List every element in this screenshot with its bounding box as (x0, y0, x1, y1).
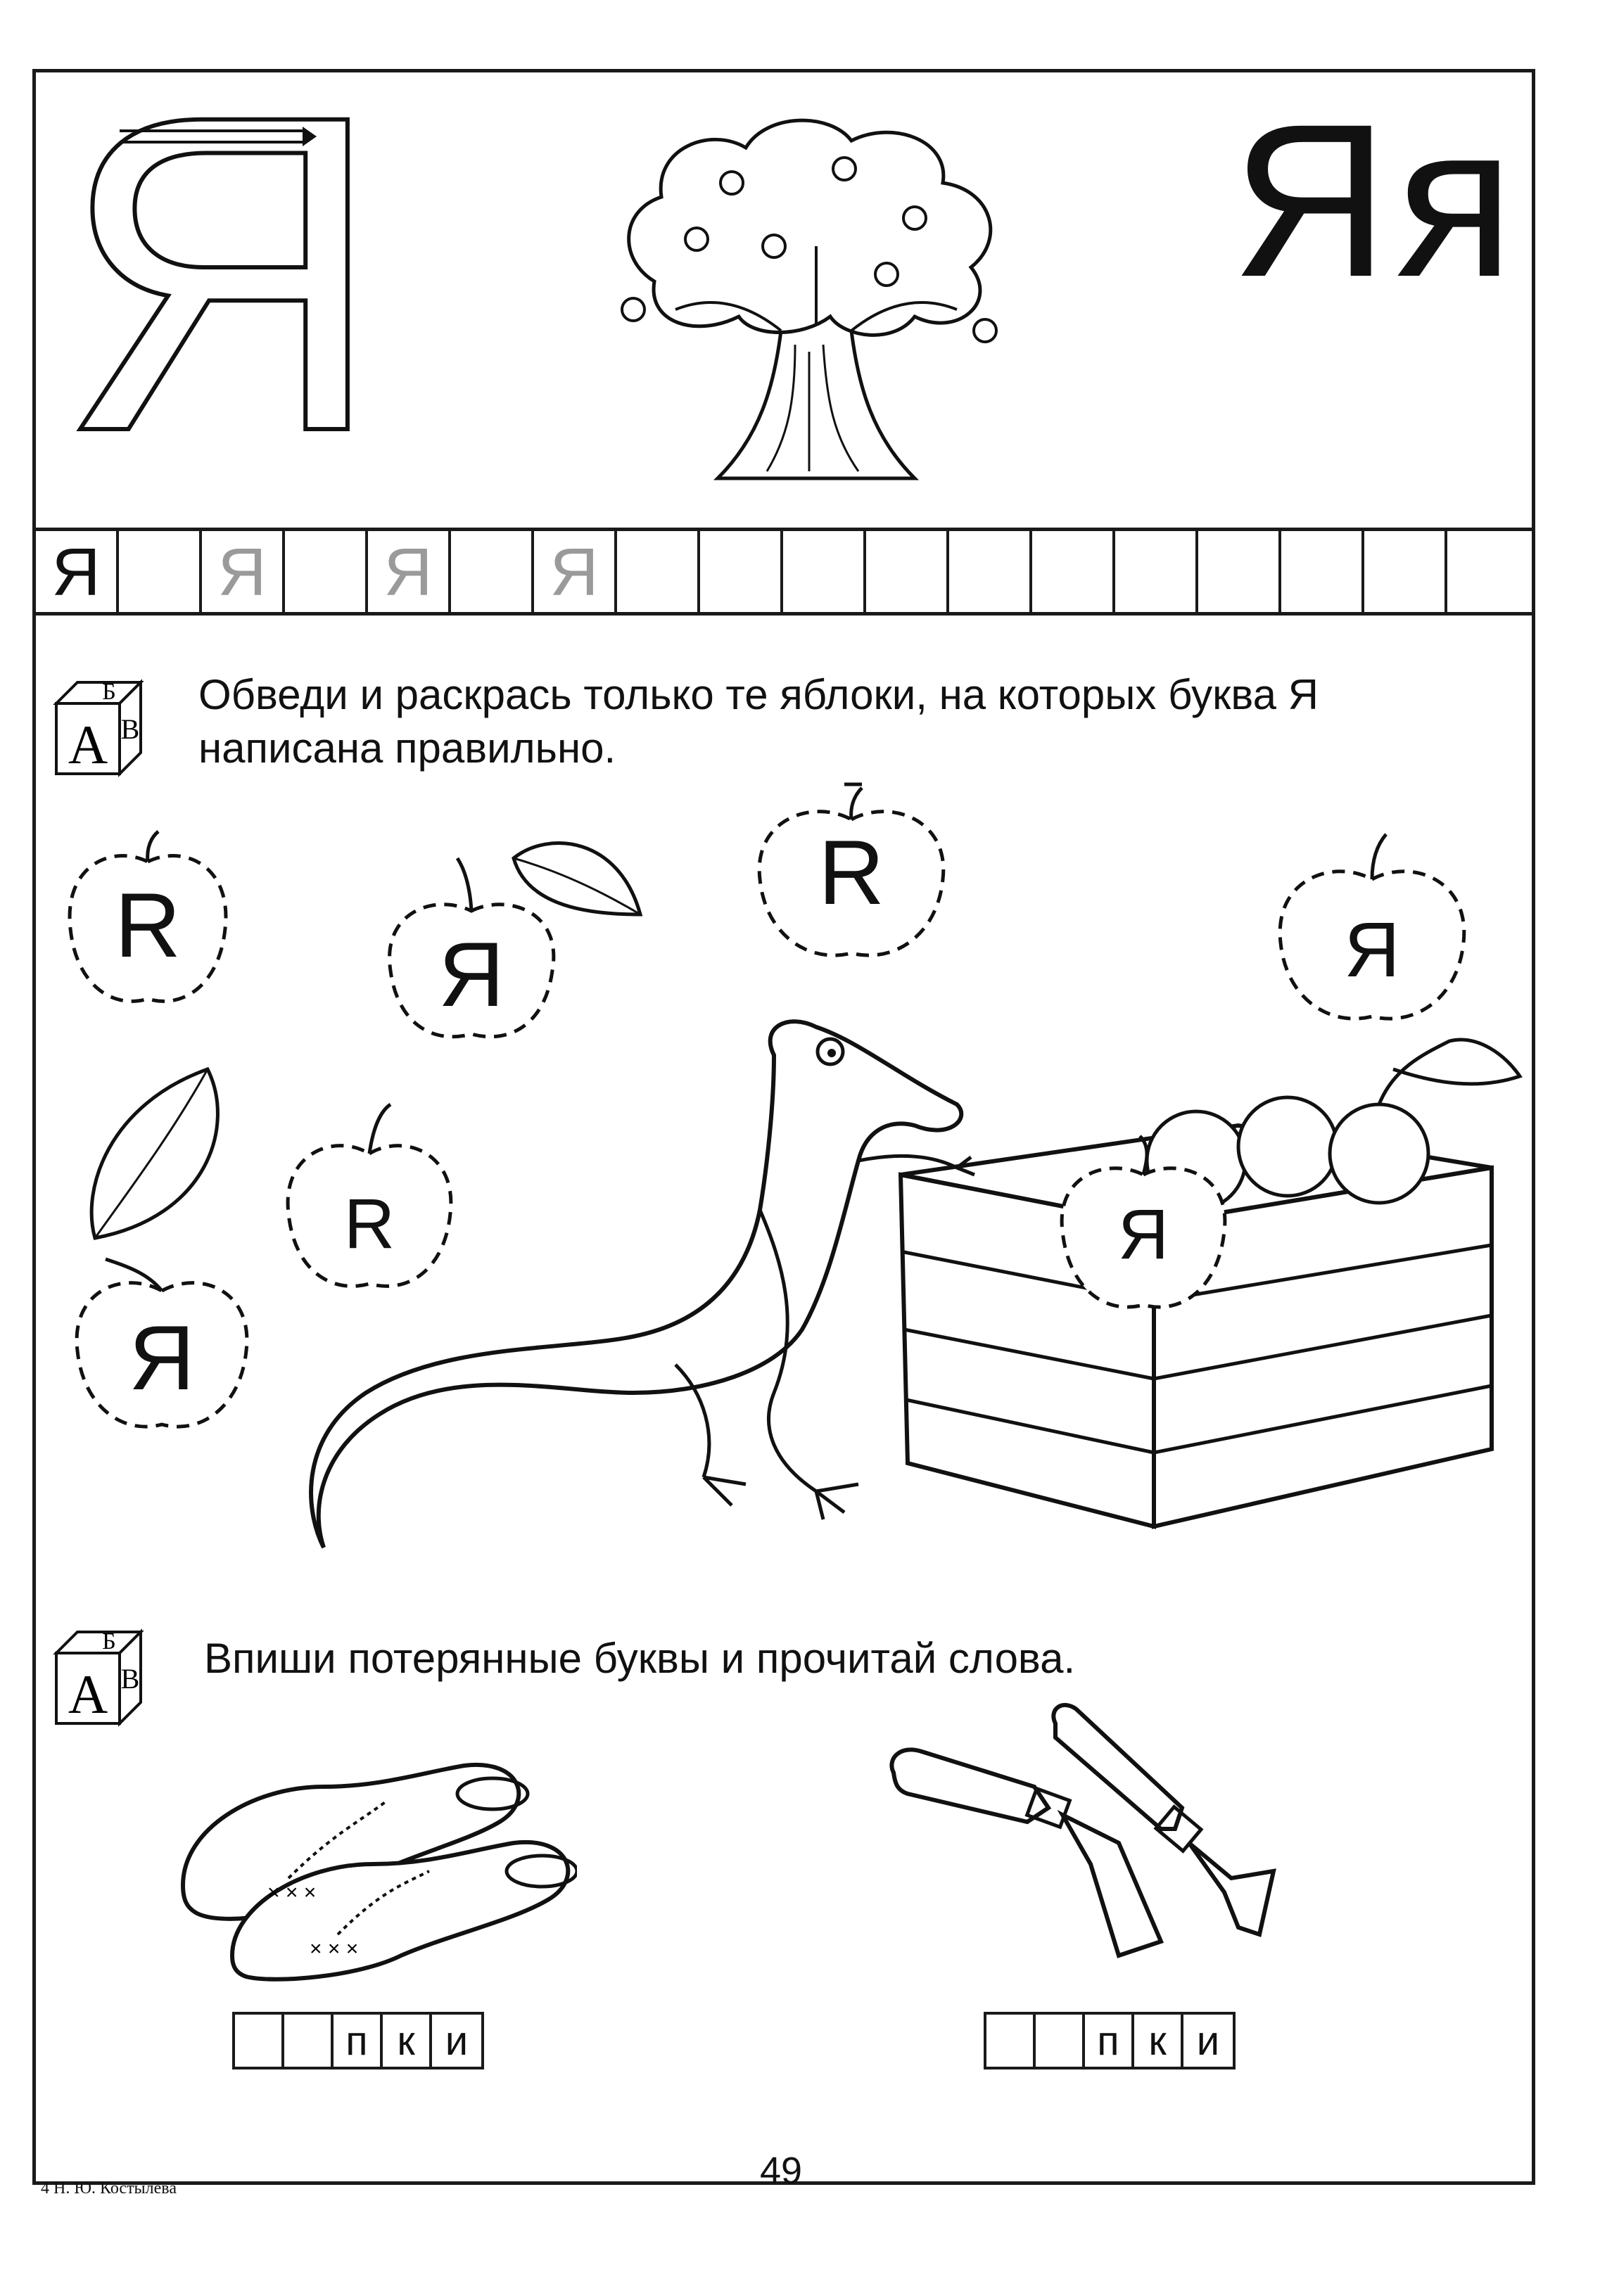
apple-outline-icon (388, 857, 556, 1039)
tracing-cell[interactable]: Я (534, 530, 617, 615)
tracing-row: Я Я Я Я (36, 530, 1532, 615)
apple-letter: R (343, 1184, 395, 1263)
apple-outline-icon (1060, 1135, 1227, 1309)
tracing-cell[interactable] (866, 530, 949, 615)
cube-letter: А (68, 714, 108, 775)
letter-box: п (1085, 2015, 1134, 2067)
apple-letter: Я (438, 923, 504, 1026)
big-outline-letter-glyph: Я (70, 106, 373, 457)
leaf-icon (512, 841, 643, 917)
cube-letter: Б (102, 679, 116, 705)
tracing-cell[interactable] (783, 530, 866, 615)
lizard-and-crate-illustration (309, 1019, 1523, 1549)
apple[interactable]: Я (1266, 830, 1478, 1041)
tracing-cell[interactable] (949, 530, 1032, 615)
title-letters: Яя (1231, 78, 1521, 322)
trace-letter: Я (217, 535, 267, 610)
apple[interactable]: Я (373, 844, 570, 1048)
svg-text:× × ×: × × × (310, 1937, 358, 1960)
footer-author: 4 Н. Ю. Костылева (41, 2179, 177, 2198)
letter-box: к (1134, 2015, 1183, 2067)
letter-box-empty[interactable] (284, 2015, 334, 2067)
cube-letter: А (68, 1664, 108, 1725)
letter-box: и (445, 2017, 469, 2064)
word-letter-boxes-1: п к и (232, 2012, 484, 2069)
sample-letter: Я (51, 535, 101, 610)
big-outline-letter: Я (70, 106, 373, 457)
apple-letter: R (818, 821, 884, 924)
apple-outline-icon (68, 830, 228, 1003)
leaf-icon (89, 1066, 220, 1240)
apple-outline-icon (757, 782, 946, 957)
tracing-row-divider (32, 612, 1535, 616)
cube-letter: В (121, 1663, 140, 1695)
tracing-cell: Я (36, 530, 119, 615)
apple[interactable]: Я (1048, 1133, 1238, 1322)
trace-letter: Я (550, 535, 599, 610)
tracing-cell[interactable] (1447, 530, 1532, 615)
tracing-cell[interactable] (451, 530, 534, 615)
page-frame (32, 69, 1535, 2185)
apple-letter: Я (129, 1306, 195, 1409)
tracing-cell[interactable] (285, 530, 368, 615)
tracing-cell[interactable] (1115, 530, 1198, 615)
header-divider (32, 528, 1535, 531)
tracing-cell[interactable] (700, 530, 783, 615)
tracing-cell[interactable] (617, 530, 700, 615)
abc-cube-icon: А Б В (53, 679, 144, 777)
letter-box: и (1196, 2017, 1220, 2064)
word-letter-boxes-2: п к и (984, 2012, 1236, 2069)
tracing-cell[interactable]: Я (368, 530, 451, 615)
slippers-illustration: × × × × × × (180, 1762, 577, 1982)
task1-instruction: Обведи и раскрась только те яблоки, на к… (198, 671, 1319, 772)
tracing-cell[interactable] (1198, 530, 1281, 615)
apple[interactable]: R (56, 830, 239, 1020)
apple[interactable]: R (274, 1097, 464, 1308)
letter-box-empty[interactable] (986, 2015, 1036, 2067)
apple-letter: Я (1344, 906, 1400, 993)
apple-letter: Я (1117, 1194, 1169, 1274)
cube-letter: Б (102, 1628, 116, 1654)
apple[interactable]: R (746, 781, 957, 978)
svg-text:× × ×: × × × (267, 1881, 316, 1904)
tracing-cell[interactable] (119, 530, 202, 615)
letter-box-empty[interactable] (235, 2015, 284, 2067)
task2-instruction: Впиши потерянные буквы и прочитай слова. (204, 1635, 1076, 1682)
tracing-cell[interactable]: Я (202, 530, 285, 615)
apple-outline-icon (1278, 833, 1466, 1021)
apple-outline-icon (75, 1257, 249, 1429)
tracing-cell[interactable] (1281, 530, 1364, 615)
hoe-tools-illustration (889, 1703, 1276, 1958)
apple-tree-illustration (621, 118, 998, 480)
trace-letter: Я (383, 535, 433, 610)
tracing-cell[interactable] (1032, 530, 1115, 615)
apple-letter: R (115, 874, 181, 976)
letter-box: к (383, 2015, 432, 2067)
abc-cube-icon: А Б В (53, 1628, 144, 1727)
apple-outline-icon (286, 1102, 453, 1288)
cube-letter: В (121, 713, 140, 745)
letter-box: п (334, 2015, 383, 2067)
page-number: 49 (760, 2150, 803, 2192)
apple[interactable]: Я (63, 1252, 260, 1449)
tracing-cell[interactable] (1364, 530, 1447, 615)
letter-box-empty[interactable] (1036, 2015, 1085, 2067)
